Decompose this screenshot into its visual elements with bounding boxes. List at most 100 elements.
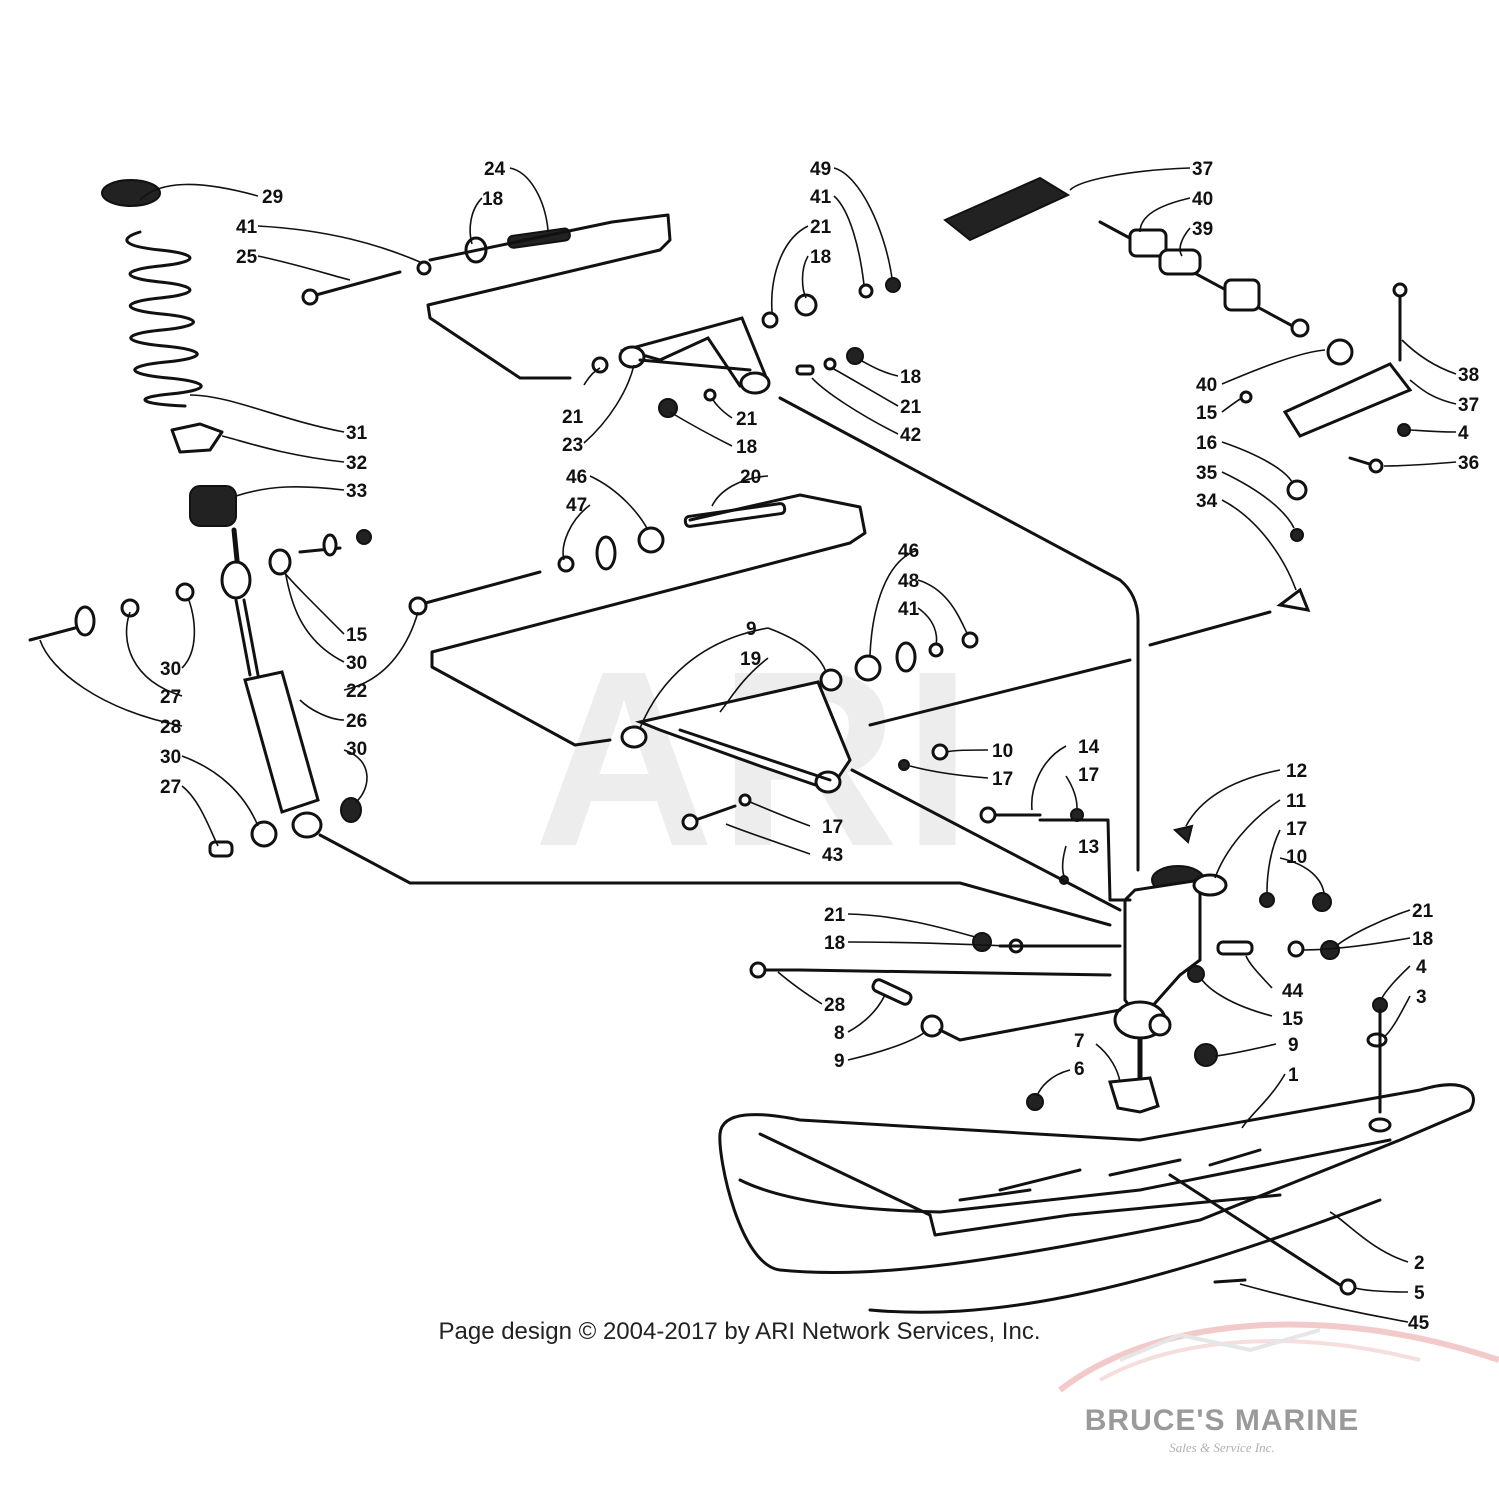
callout-49: 49 <box>810 159 831 180</box>
callout-32: 32 <box>346 453 367 474</box>
callout-8: 8 <box>834 1023 845 1044</box>
brand-logo-mark <box>1058 1321 1499 1393</box>
callout-22: 22 <box>346 681 367 702</box>
callout-29: 29 <box>262 187 283 208</box>
callout-9: 9 <box>746 619 757 640</box>
callout-12: 12 <box>1286 761 1307 782</box>
callout-41: 41 <box>898 599 920 620</box>
callout-11: 11 <box>1286 791 1307 812</box>
callout-30: 30 <box>160 747 181 768</box>
callout-15: 15 <box>346 625 368 646</box>
callout-labels: 29 41 25 18 24 49 41 21 18 37 40 39 31 3… <box>160 159 1479 1334</box>
callout-18: 18 <box>900 367 921 388</box>
spindle-11 <box>1113 865 1228 1083</box>
callout-9: 9 <box>834 1051 845 1072</box>
callout-3: 3 <box>1416 987 1427 1008</box>
callout-27: 27 <box>160 687 181 708</box>
callout-20: 20 <box>740 467 761 488</box>
callout-21: 21 <box>736 409 758 430</box>
callout-28: 28 <box>824 995 845 1016</box>
spring-retainer-32 <box>170 422 224 454</box>
lower-bracket-outline <box>430 493 867 747</box>
callout-35: 35 <box>1196 463 1218 484</box>
callout-14: 14 <box>1078 737 1100 758</box>
callout-28: 28 <box>160 717 181 738</box>
callout-42: 42 <box>900 425 921 446</box>
callout-17: 17 <box>992 769 1013 790</box>
callout-24: 24 <box>484 159 506 180</box>
coil-spring-31 <box>125 230 203 408</box>
upper-bracket-outline <box>426 213 672 380</box>
callout-36: 36 <box>1458 453 1479 474</box>
callout-43: 43 <box>822 845 843 866</box>
callout-10: 10 <box>1286 847 1307 868</box>
lower-hardware <box>408 502 979 831</box>
callout-9: 9 <box>1288 1035 1299 1056</box>
callout-18: 18 <box>810 247 831 268</box>
callout-30: 30 <box>160 659 181 680</box>
brand-tagline: Sales & Service Inc. <box>1169 1440 1275 1455</box>
callout-7: 7 <box>1074 1031 1085 1052</box>
callout-45: 45 <box>1408 1313 1430 1334</box>
callout-18: 18 <box>824 933 845 954</box>
callout-47: 47 <box>566 495 587 516</box>
callout-38: 38 <box>1458 365 1479 386</box>
callout-37: 37 <box>1192 159 1213 180</box>
callout-33: 33 <box>346 481 367 502</box>
shock-hardware <box>28 529 372 858</box>
callout-6: 6 <box>1074 1059 1085 1080</box>
upper-a-arm-23 <box>618 316 771 395</box>
callout-15: 15 <box>1196 403 1218 424</box>
callout-23: 23 <box>562 435 583 456</box>
callout-10: 10 <box>992 741 1013 762</box>
callout-18: 18 <box>1412 929 1433 950</box>
steering-arm-37 <box>943 176 1413 612</box>
callout-30: 30 <box>346 653 367 674</box>
callout-15: 15 <box>1282 1009 1304 1030</box>
callout-2: 2 <box>1414 1253 1425 1274</box>
callout-41: 41 <box>810 187 832 208</box>
callout-30: 30 <box>346 739 367 760</box>
callout-21: 21 <box>1412 901 1434 922</box>
callout-26: 26 <box>346 711 367 732</box>
callout-17: 17 <box>1286 819 1307 840</box>
callout-17: 17 <box>822 817 843 838</box>
callout-18: 18 <box>482 189 503 210</box>
callout-31: 31 <box>346 423 368 444</box>
callout-19: 19 <box>740 649 761 670</box>
callout-40: 40 <box>1196 375 1217 396</box>
spring-cap-29 <box>101 179 161 207</box>
callout-21: 21 <box>900 397 922 418</box>
callout-27: 27 <box>160 777 181 798</box>
copyright-text: Page design © 2004-2017 by ARI Network S… <box>438 1318 1041 1345</box>
ski-1 <box>718 1083 1475 1314</box>
callout-21: 21 <box>562 407 584 428</box>
shock-absorber-26 <box>220 527 323 839</box>
callout-13: 13 <box>1078 837 1099 858</box>
callout-41: 41 <box>236 217 258 238</box>
callout-34: 34 <box>1196 491 1218 512</box>
callout-4: 4 <box>1458 423 1469 444</box>
assembly-leader-lines <box>318 396 1382 1114</box>
callout-37: 37 <box>1458 395 1479 416</box>
callout-25: 25 <box>236 247 258 268</box>
callout-39: 39 <box>1192 219 1213 240</box>
callout-5: 5 <box>1414 1283 1425 1304</box>
callout-44: 44 <box>1282 981 1304 1002</box>
callout-21: 21 <box>810 217 832 238</box>
callout-1: 1 <box>1288 1065 1299 1086</box>
lower-a-arm-19 <box>620 680 852 794</box>
callout-46: 46 <box>898 541 919 562</box>
callout-48: 48 <box>898 571 919 592</box>
callout-17: 17 <box>1078 765 1099 786</box>
callout-4: 4 <box>1416 957 1427 978</box>
callout-18: 18 <box>736 437 757 458</box>
shock-body-33 <box>189 485 237 527</box>
callout-16: 16 <box>1196 433 1217 454</box>
callout-21: 21 <box>824 905 846 926</box>
callout-46: 46 <box>566 467 587 488</box>
copyright-notice: Page design © 2004-2017 by ARI Network S… <box>0 1318 1499 1346</box>
callout-40: 40 <box>1192 189 1213 210</box>
callout-leader-lines <box>39 167 1457 1323</box>
